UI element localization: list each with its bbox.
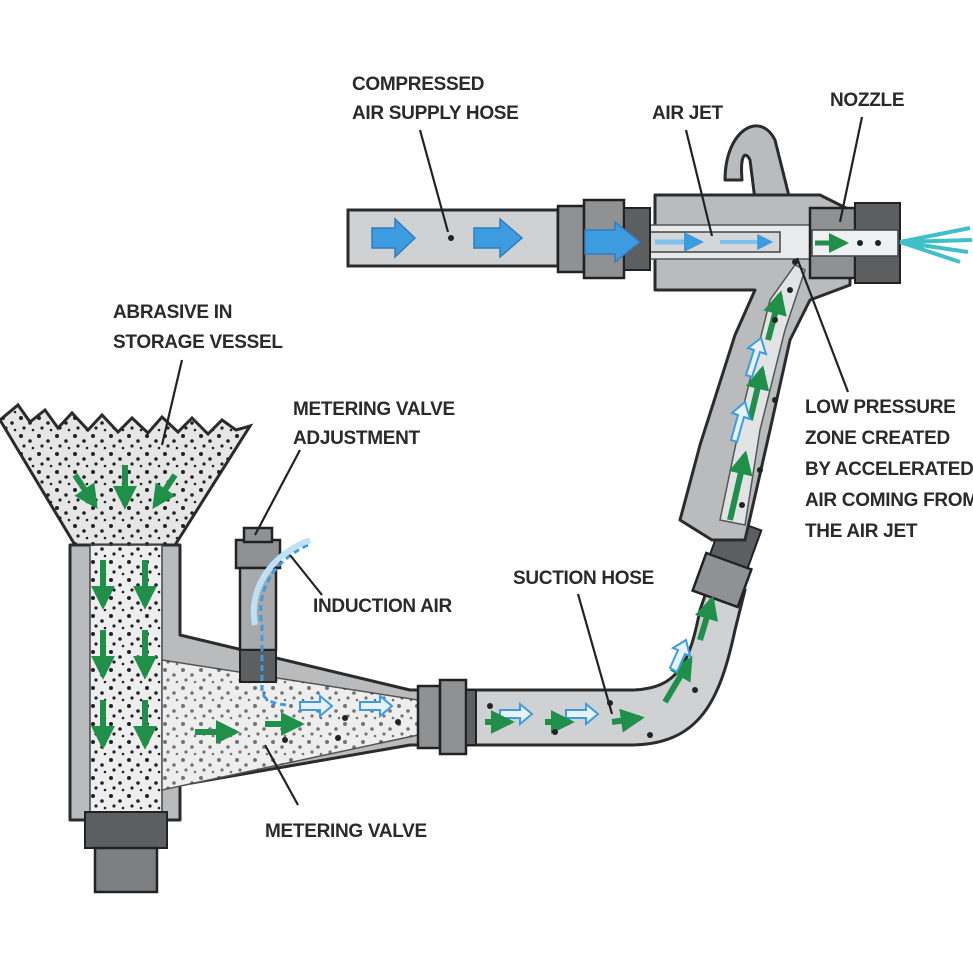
label-nozzle: NOZZLE (830, 90, 904, 111)
label-abrasive-line1: ABRASIVE IN (113, 302, 232, 323)
label-metering-valve: METERING VALVE (265, 821, 427, 842)
label-abrasive-line2: STORAGE VESSEL (113, 332, 283, 353)
leader-lines (160, 116, 864, 806)
suction-hose (416, 515, 763, 756)
metering-valve-adjustment (234, 526, 312, 707)
label-low-pressure-line3: BY ACCELERATED (805, 459, 973, 480)
vessel-base (93, 846, 159, 894)
induction-air-arrows (282, 693, 401, 743)
label-air-jet: AIR JET (652, 103, 723, 124)
label-low-pressure-line4: AIR COMING FROM (805, 490, 973, 511)
label-compressed-line2: AIR SUPPLY HOSE (352, 103, 519, 124)
label-metering-adj-line2: ADJUSTMENT (293, 428, 421, 449)
suction-coupling-left (416, 684, 442, 750)
storage-vessel (0, 402, 442, 894)
gun-hook (723, 124, 792, 202)
label-compressed-line1: COMPRESSED (352, 74, 484, 95)
label-low-pressure-line2: ZONE CREATED (805, 428, 950, 449)
label-low-pressure-line1: LOW PRESSURE (805, 397, 956, 418)
labels: COMPRESSED AIR SUPPLY HOSE AIR JET NOZZL… (113, 74, 973, 842)
label-induction-air: INDUCTION AIR (313, 596, 453, 617)
air-supply-hose (346, 198, 774, 280)
vessel-base-thread (84, 811, 168, 849)
label-low-pressure-line5: THE AIR JET (805, 521, 918, 542)
label-metering-adj-line1: METERING VALVE (293, 399, 455, 420)
label-suction-hose: SUCTION HOSE (513, 568, 654, 589)
abrasive-spray (899, 226, 973, 264)
